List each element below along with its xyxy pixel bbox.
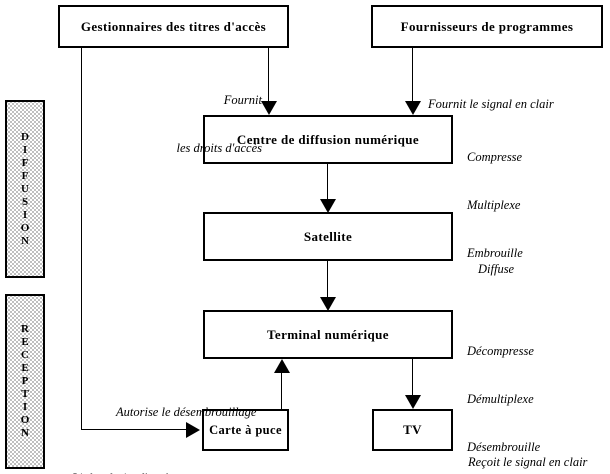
edge-label-lit-droits-dacces: Lit les droits d'accès [72,438,175,474]
arrowhead-satellite-input [320,199,336,213]
connector-gestionnaires-carte-horizontal [81,429,186,430]
band-reception-l5: T [21,388,29,400]
annotation-tv-line0: Reçoit le signal en clair [468,455,588,469]
band-reception-l2: C [21,349,29,361]
connector-centre-satellite [327,163,328,205]
band-diffusion-l0: D [21,130,29,143]
arrowhead-tv-input [405,395,421,409]
node-terminal-numerique[interactable]: Terminal numérique [203,310,453,359]
band-reception-l0: R [21,323,29,335]
band-reception-l7: O [20,414,30,426]
annotation-terminal-line0: Décompresse [467,344,534,358]
arrowhead-carte-input [186,422,200,438]
arrowhead-centre-left-input [261,101,277,115]
node-tv[interactable]: TV [372,409,453,451]
band-diffusion-l6: I [22,208,28,221]
band-diffusion-l7: O [20,221,30,234]
node-carte-label: Carte à puce [209,422,282,437]
annotation-tv: Reçoit le signal en clair [468,422,587,474]
edge-label-fournit-signal: Fournit le signal en clair [428,64,554,144]
connector-carte-terminal [281,372,282,410]
edge-label-fournit-signal-text: Fournit le signal en clair [428,97,554,111]
band-diffusion-l4: U [21,182,29,195]
annotation-terminal: Décompresse Démultiplexe Désembrouille [467,311,540,474]
edge-label-fournit-droits: Fournit les droits d'accès [120,60,262,188]
connector-gestionnaires-centre [268,47,269,104]
edge-label-lit-droits-text: Lit les droits d'accès [72,470,175,474]
node-carte-a-puce[interactable]: Carte à puce [202,409,289,451]
node-centre-label: Centre de diffusion numérique [236,131,420,147]
annotation-satellite: Diffuse [478,229,514,309]
edge-label-fournit-droits-line2: les droits d'accès [176,141,262,155]
arrowhead-terminal-input [320,297,336,311]
annotation-centre-line1: Multiplexe [467,198,521,212]
annotation-terminal-line2: Désembrouille [467,440,541,454]
band-reception: R E C E P T I O N [5,294,45,469]
annotation-centre-line0: Compresse [467,150,523,164]
node-gestionnaires-des-titres-dacces[interactable]: Gestionnaires des titres d'accès [58,5,289,48]
band-reception-l8: N [21,427,29,439]
band-diffusion-l8: N [21,234,29,247]
band-diffusion-l2: F [21,156,29,169]
band-diffusion-l1: I [22,143,28,156]
annotation-satellite-line0: Diffuse [478,262,515,276]
node-centre-de-diffusion-numerique[interactable]: Centre de diffusion numérique [203,115,453,164]
node-gestionnaires-label: Gestionnaires des titres d'accès [80,18,267,34]
band-diffusion: D I F F U S I O N [5,100,45,278]
connector-terminal-tv [412,358,413,400]
edge-label-fournit-droits-line1: Fournit [223,93,262,107]
band-reception-l6: I [22,401,28,413]
edge-label-autorise-text: Autorise le désembrouillage [116,405,257,419]
connector-gestionnaires-carte-vertical [81,47,82,430]
edge-label-autorise-desembrouillage: Autorise le désembrouillage [116,372,257,452]
node-satellite[interactable]: Satellite [203,212,453,261]
annotation-centre-line2: Embrouille [467,246,523,260]
connector-satellite-terminal [327,261,328,303]
arrowhead-terminal-carte-input [274,359,290,373]
node-terminal-label: Terminal numérique [267,326,389,342]
node-satellite-label: Satellite [303,228,353,244]
annotation-terminal-line1: Démultiplexe [467,392,534,406]
annotation-centre: Compresse Multiplexe Embrouille [467,117,523,293]
band-reception-l3: E [21,362,29,374]
band-diffusion-l5: S [21,195,29,208]
band-diffusion-l3: F [21,169,29,182]
band-reception-l4: P [21,375,29,387]
node-fournisseurs-label: Fournisseurs de programmes [400,18,574,34]
node-fournisseurs-de-programmes[interactable]: Fournisseurs de programmes [371,5,603,48]
arrowhead-centre-right-input [405,101,421,115]
node-tv-label: TV [403,422,422,437]
connector-fournisseurs-centre [412,47,413,104]
band-reception-l1: E [21,336,29,348]
